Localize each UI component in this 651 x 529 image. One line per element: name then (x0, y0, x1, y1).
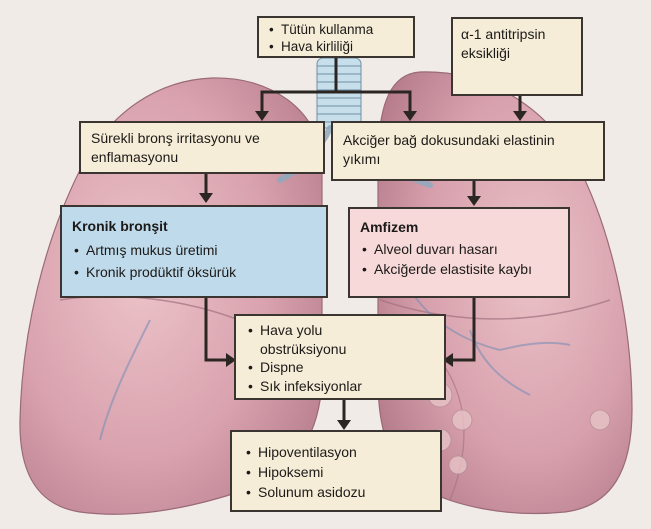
outcome-item: Solunum asidozu (244, 482, 428, 502)
alpha1-antitrypsin-box: α-1 antitripsin eksikliği (451, 17, 583, 96)
chronic-bronchitis-list: Artmış mukus üretimi Kronik prodüktif ök… (72, 239, 316, 283)
obstruction-item: Sık infeksiyonlar (246, 377, 434, 396)
emphysema-list: Alveol duvarı hasarı Akciğerde elastisit… (360, 239, 558, 279)
outcome-item: Hipoventilasyon (244, 442, 428, 462)
elastin-destruction-box: Akciğer bağ dokusundaki elastinin yıkımı (331, 121, 605, 181)
chronic-bronchitis-box: Kronik bronşit Artmış mukus üretimi Kron… (60, 205, 328, 298)
obstruction-item: Dispne (246, 358, 434, 377)
cause-item: Hava kirliliği (267, 38, 405, 55)
emphysema-item: Alveol duvarı hasarı (360, 239, 558, 259)
bronchial-irritation-box: Sürekli bronş irritasyonu ve enflamasyon… (79, 121, 325, 174)
airway-obstruction-box: Hava yolu obstrüksiyonu Dispne Sık infek… (234, 314, 446, 400)
alpha1-antitrypsin-text: α-1 antitripsin eksikliği (461, 26, 545, 61)
airway-obstruction-list: Hava yolu obstrüksiyonu Dispne Sık infek… (246, 321, 434, 395)
outcome-box: Hipoventilasyon Hipoksemi Solunum asidoz… (230, 430, 442, 512)
causes-list: Tütün kullanma Hava kirliliği (267, 21, 405, 55)
elastin-destruction-text: Akciğer bağ dokusundaki elastinin yıkımı (343, 132, 555, 167)
emphysema-box: Amfizem Alveol duvarı hasarı Akciğerde e… (348, 207, 570, 298)
causes-box: Tütün kullanma Hava kirliliği (257, 16, 415, 58)
bronchitis-item: Artmış mukus üretimi (72, 239, 316, 261)
chronic-bronchitis-title: Kronik bronşit (72, 215, 316, 237)
outcome-list: Hipoventilasyon Hipoksemi Solunum asidoz… (244, 442, 428, 502)
outcome-item: Hipoksemi (244, 462, 428, 482)
cause-item: Tütün kullanma (267, 21, 405, 38)
obstruction-item: Hava yolu obstrüksiyonu (246, 321, 390, 358)
bronchial-irritation-text: Sürekli bronş irritasyonu ve enflamasyon… (91, 130, 260, 165)
emphysema-item: Akciğerde elastisite kaybı (360, 259, 544, 279)
bronchitis-item: Kronik prodüktif öksürük (72, 261, 316, 283)
emphysema-title: Amfizem (360, 217, 558, 237)
